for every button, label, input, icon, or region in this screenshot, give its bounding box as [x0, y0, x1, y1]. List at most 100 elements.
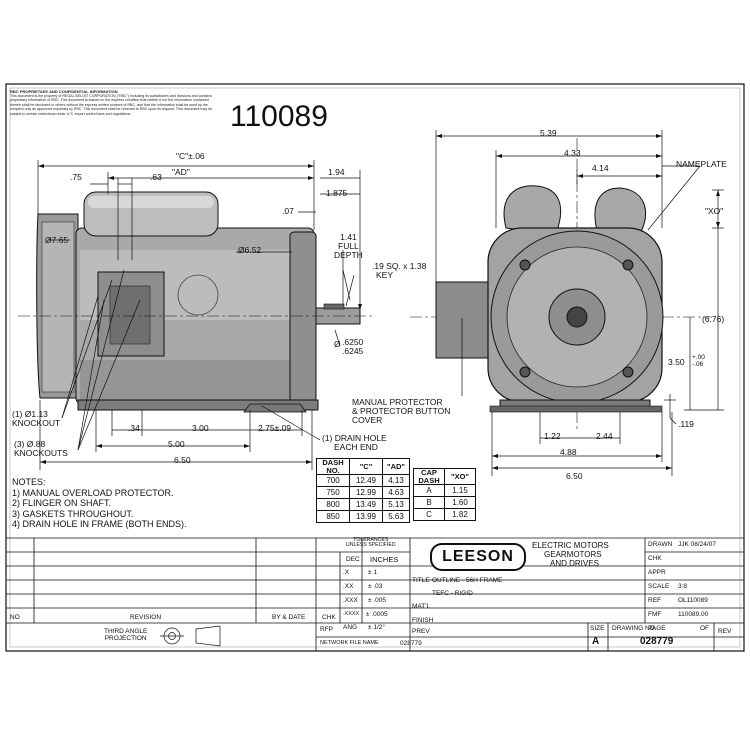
table-cell: 12.49 [349, 474, 383, 487]
tb-network-file: 028779 [400, 640, 422, 647]
side-view-motor [18, 191, 372, 413]
tb-tolerances-1: TOLERANCES [353, 537, 389, 543]
dim-350-tol-minus: -.06 [692, 360, 704, 368]
dim-650: 6.50 [174, 455, 191, 465]
tb-inches: INCHES [370, 555, 399, 564]
table-cell: 5.63 [382, 510, 410, 523]
tol-row-ang: ANG [343, 624, 358, 631]
protector-line2: & PROTECTOR BUTTON [352, 405, 451, 416]
table-cell: 700 [316, 474, 350, 487]
rear-cover-band [41, 221, 75, 393]
key-label: KEY [376, 269, 394, 280]
tb-third-angle: THIRD ANGLE PROJECTION [104, 628, 147, 642]
dim-350: 3.50 [668, 357, 685, 367]
full-depth-line3: DEPTH [334, 249, 363, 260]
tb-ref-label: REF [648, 597, 661, 604]
base-foot-right [243, 403, 307, 413]
table-cell: 12.99 [349, 486, 383, 499]
table-cell: 1.82 [444, 508, 476, 521]
end-arrowheads [436, 134, 720, 470]
bolt-tr [622, 259, 634, 271]
tb-title-line1: OUTLINE - 56H FRAME [432, 577, 503, 584]
dim-244: 2.44 [596, 431, 613, 441]
dim-phi652: Ø6.52 [238, 245, 262, 255]
dim-xo: "XO" [705, 206, 724, 216]
drain-hole-line2: EACH END [334, 441, 378, 452]
dim-phi765: Ø7.65 [45, 235, 69, 245]
nameplate-label: NAMEPLATE [676, 159, 727, 169]
tb-matl: MAT'L [412, 603, 431, 610]
table-cell: 850 [316, 510, 350, 523]
proprietary-notice: RBC PROPRIETARY AND CONFIDENTIAL INFORMA… [10, 89, 215, 116]
capacitor-lobe-right [594, 187, 646, 235]
proprietary-body: This document is the property of REGAL B… [10, 94, 213, 116]
note-item: 3) GASKETS THROUGHOUT. [12, 508, 134, 519]
dim-shaft: .6250 .6245 [342, 338, 363, 356]
tb-rfp: RFP [320, 626, 333, 633]
end-view-dimensions [435, 130, 724, 476]
dim-034: .34 [128, 423, 140, 433]
tb-page-label: PAGE [648, 625, 666, 632]
dash-header-dash: DASH NO. [316, 458, 350, 475]
tb-finish: FINISH [412, 617, 434, 624]
full-depth-line2: FULL [338, 240, 359, 251]
table-cell: 750 [316, 486, 350, 499]
dim-075: .75 [70, 172, 82, 182]
dim-275: 2.75±.09 [258, 423, 292, 433]
dim-350-tol-plus: +.00 [692, 354, 705, 361]
leeson-logo: LEESON [430, 543, 526, 571]
shaft-end [566, 306, 588, 328]
tb-tolerances: TOLERANCES UNLESS SPECIFIED [346, 537, 396, 549]
protector-label: MANUAL PROTECTOR & PROTECTOR BUTTON COVE… [352, 398, 450, 425]
dim-300: 3.00 [192, 423, 209, 433]
conduit-box-inner [109, 285, 151, 345]
tb-prev: PREV [412, 628, 430, 635]
tb-drawn: JJK 08/24/07 [678, 541, 716, 548]
tol-row-x-value: ± 1 [368, 569, 377, 576]
note-item: 2) FLINGER ON SHAFT. [12, 498, 112, 509]
knockout-3-label: KNOCKOUTS [14, 447, 68, 458]
drain-hole-line1: (1) DRAIN HOLE [322, 433, 387, 443]
tb-title-line2: TEFC - RIGID [432, 590, 473, 597]
tol-row-xx-value: ± .03 [368, 583, 383, 590]
dim-350-tol: +.00 -.06 [692, 354, 705, 369]
tb-ref: OL110089 [678, 597, 708, 604]
tb-by-date: BY & DATE [272, 614, 306, 621]
table-row: 850 13.99 5.63 [316, 510, 410, 523]
end-view-motor [410, 138, 712, 430]
tb-revision: REVISION [130, 614, 162, 621]
dim-1875: 1.875 [326, 188, 348, 198]
tb-network-file-label: NETWORK FILE NAME [320, 640, 379, 646]
tb-dec: DEC [346, 556, 360, 563]
table-cell: 4.13 [382, 474, 410, 487]
side-arrowheads [38, 164, 362, 464]
tb-size-label: SIZE [590, 625, 605, 632]
tb-size: A [592, 636, 600, 647]
dash-header-c: "C" [349, 458, 383, 475]
tb-drawn-label: DRAWN [648, 541, 673, 548]
frame-shadow [80, 360, 310, 400]
tb-company-2: GEARMOTORS [544, 550, 602, 560]
leeson-logo-text: LEESON [442, 548, 514, 565]
dim-shaft-phi: Ø [334, 339, 341, 349]
table-row: A 1.15 [413, 484, 476, 497]
proprietary-heading: RBC PROPRIETARY AND CONFIDENTIAL INFORMA… [10, 89, 118, 94]
capacitor-cover-shade [88, 196, 214, 208]
tb-scale: 3:8 [678, 583, 688, 590]
dim-063: .63 [150, 172, 162, 182]
dim-119: .119 [678, 419, 694, 429]
bolt-tl [519, 259, 531, 271]
notes-title: NOTES: [12, 477, 46, 487]
tb-title-label: TITLE [412, 577, 430, 584]
table-cell: B [413, 496, 445, 509]
table-row: C 1.82 [413, 508, 476, 521]
capacitor-lobe-left [503, 185, 562, 235]
knockout-3: (3) Ø.88 KNOCKOUTS [14, 440, 68, 458]
front-end-bell [289, 231, 317, 403]
bolt-bl [519, 366, 531, 378]
dim-414: 4.14 [592, 163, 609, 173]
tb-company-1: ELECTRIC MOTORS [532, 541, 609, 550]
tol-row-x: .X [343, 569, 350, 576]
tb-company: ELECTRIC MOTORS GEARMOTORS AND DRIVES [532, 541, 609, 569]
note-item: 4) DRAIN HOLE IN FRAME (BOTH ENDS). [12, 519, 187, 530]
